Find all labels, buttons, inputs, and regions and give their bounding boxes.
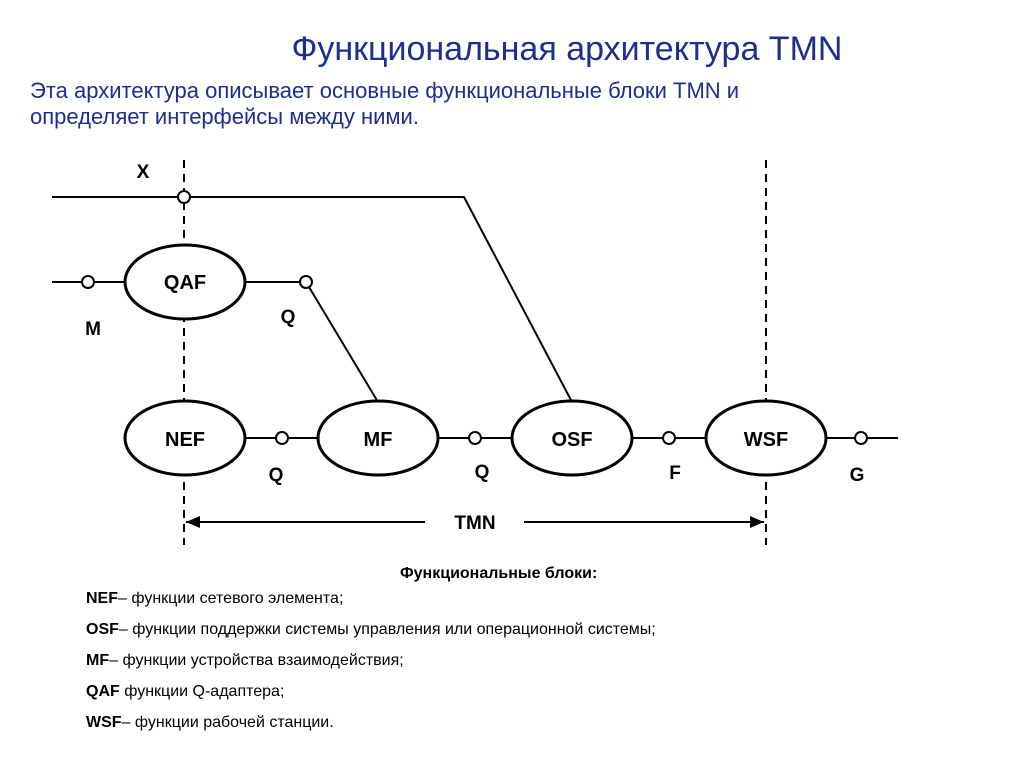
subtitle-line-1: Эта архитектура описывает основные функц… [30, 78, 740, 103]
x-interface-label: X [137, 162, 150, 183]
wsf-label: WSF [744, 429, 788, 451]
subtitle: Эта архитектура описывает основные функц… [30, 78, 990, 130]
f-interface-label: F [669, 463, 681, 484]
legend-text: – функции устройства взаимодействия; [109, 652, 404, 669]
wsf-block [704, 399, 828, 477]
legend-text: – функции рабочей станции. [121, 714, 334, 731]
q2-interface-label: Q [475, 462, 490, 483]
legend-abbr: WSF [86, 714, 122, 731]
legend-item-wsf: WSF– функции рабочей станции. [86, 712, 656, 743]
tmn-arrowhead-left [186, 516, 200, 528]
legend-text: функции Q-адаптера; [119, 683, 285, 700]
osf-label: OSF [551, 429, 592, 451]
legend-list: NEF– функции сетевого элемента; OSF– фун… [86, 588, 656, 743]
q1-interface-label: Q [269, 465, 284, 486]
x-reference-point [177, 190, 191, 204]
osf-block [510, 399, 634, 477]
nef-label: NEF [165, 429, 205, 451]
f-reference-point [662, 431, 676, 445]
qaf-label: QAF [164, 272, 206, 294]
mf-label: MF [364, 429, 393, 451]
tmn-boundary-label: TMN [454, 513, 495, 534]
page-title: Функциональная архитектура TMN [291, 30, 843, 68]
tmn-arrowhead-right [750, 516, 764, 528]
legend-text: – функции поддержки системы управления и… [118, 621, 656, 638]
legend-item-qaf: QAF функции Q-адаптера; [86, 681, 656, 712]
legend-abbr: MF [86, 652, 110, 669]
legend-item-mf: MF– функции устройства взаимодействия; [86, 650, 656, 681]
legend-abbr: NEF [86, 590, 118, 607]
legend-abbr: QAF [86, 683, 120, 700]
legend-heading: Функциональные блоки: [400, 565, 598, 582]
legend-item-osf: OSF– функции поддержки системы управлени… [86, 619, 656, 650]
legend-text: – функции сетевого элемента; [118, 590, 344, 607]
legend-item-nef: NEF– функции сетевого элемента; [86, 588, 656, 619]
nef-block [123, 399, 247, 477]
q2-reference-point [468, 431, 482, 445]
q-link-to-mf [305, 281, 379, 403]
subtitle-line-2: определяет интерфейсы между ними. [30, 104, 419, 129]
q-top-interface-label: Q [281, 307, 296, 328]
qaf-block [123, 243, 247, 321]
m-reference-point [81, 275, 95, 289]
m-interface-label: M [85, 319, 101, 340]
g-reference-point [854, 431, 868, 445]
legend-abbr: OSF [86, 621, 119, 638]
q1-reference-point [275, 431, 289, 445]
mf-block [316, 399, 440, 477]
q-top-reference-point [299, 275, 313, 289]
g-interface-label: G [850, 465, 865, 486]
